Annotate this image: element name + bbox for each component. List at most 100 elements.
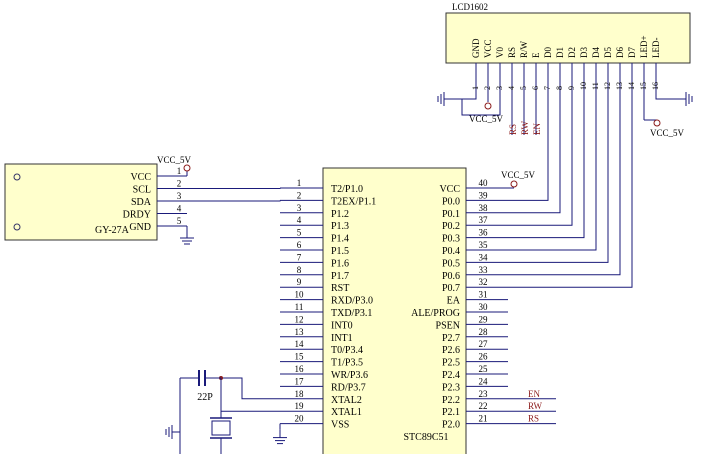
lcd-pin-number-9: 10 <box>579 82 588 90</box>
mcu-right-pin-name-39: P0.0 <box>442 196 460 207</box>
mcu-left-pin-number-14: 14 <box>295 339 305 349</box>
bus-d7-wire <box>508 95 633 288</box>
mcu-left-pin-number-12: 12 <box>295 314 304 324</box>
lcd-pin-number-10: 11 <box>591 82 600 90</box>
lcd-v0-wire <box>461 95 501 116</box>
lcd-pin-name-13: D7 <box>627 47 637 58</box>
mcu-left-pin-number-15: 15 <box>295 352 305 362</box>
mcu-right-pin-number-40: 40 <box>479 178 489 188</box>
mcu-left-pin-name-14: T0/P3.4 <box>331 345 363 356</box>
lcd-pin-number-11: 12 <box>603 82 612 90</box>
lcd-pin-number-4: 5 <box>519 86 528 90</box>
lcd-pin-name-0: GND <box>471 38 481 58</box>
mcu-left-pin-number-10: 10 <box>295 290 305 300</box>
sensor-vcc-symbol <box>183 164 191 172</box>
lcd-pin-name-7: D1 <box>555 47 565 58</box>
lcd-pin-name-6: D0 <box>543 47 553 58</box>
sensor-pin-name-4: GND <box>129 222 151 233</box>
mcu-vcc-symbol <box>510 180 518 188</box>
sensor-pin-name-0: VCC <box>130 172 151 183</box>
lcd-ctrl-label-1: RW <box>520 120 530 135</box>
lcd-vcc-left-label: VCC_5V <box>469 114 504 124</box>
mcu-left-pin-number-4: 4 <box>297 215 302 225</box>
bus-d6-wire <box>508 95 621 276</box>
cap-label: 22P <box>197 392 213 403</box>
mcu-right-pin-name-26: P2.5 <box>442 358 460 369</box>
lcd-pin-number-1: 2 <box>483 86 492 90</box>
mcu-right-pin-number-38: 38 <box>479 203 489 213</box>
lcd-body <box>445 12 691 64</box>
bus-d2-wire <box>508 95 573 226</box>
sensor-vcc-label: VCC_5V <box>157 155 192 165</box>
mcu-left-pin-number-8: 8 <box>297 265 302 275</box>
sensor-pin-number-4: 5 <box>177 216 182 226</box>
lcd-pin-number-6: 7 <box>543 86 552 90</box>
lcd-vcc-left-symbol <box>484 102 492 110</box>
sensor-pin-number-1: 2 <box>177 179 182 189</box>
mcu-left-pin-name-8: P1.7 <box>331 271 349 282</box>
xtal2-wire <box>221 377 280 400</box>
mcu-left-pin-number-6: 6 <box>297 240 302 250</box>
mcu-right-pin-name-34: P0.5 <box>442 258 460 269</box>
lcd-ctrl-label-2: EN <box>532 123 542 135</box>
sensor-mount-hole-bottom <box>13 223 21 231</box>
mcu-left-pin-number-17: 17 <box>295 376 305 386</box>
mcu-right-pin-number-35: 35 <box>479 240 489 250</box>
lcd-pin-name-8: D2 <box>567 47 577 58</box>
bus-d3-wire <box>508 95 585 239</box>
mcu-right-pin-name-37: P0.2 <box>442 221 460 232</box>
lcd-pin-number-12: 13 <box>615 82 624 90</box>
mcu-right-pin-number-24: 24 <box>479 376 489 386</box>
lcd-pin-number-0: 1 <box>471 86 480 90</box>
sensor-pin-name-1: SCL <box>133 185 151 196</box>
lcd-pin-number-7: 8 <box>555 86 564 90</box>
mcu-right-pin-number-33: 33 <box>479 265 489 275</box>
mcu-right-pin-number-39: 39 <box>479 190 489 200</box>
mcu-right-pin-number-34: 34 <box>479 252 489 262</box>
mcu-p2-net-label-2: RS <box>528 414 539 424</box>
mcu-body <box>322 167 467 454</box>
mcu-p2-net-label-0: EN <box>528 389 540 399</box>
mcu-right-pin-number-27: 27 <box>479 339 489 349</box>
lcd-pin-name-9: D3 <box>579 47 589 58</box>
mcu-right-pin-number-30: 30 <box>479 302 489 312</box>
mcu-right-pin-number-31: 31 <box>479 290 488 300</box>
bus-d1-wire <box>508 95 561 214</box>
mcu-left-pin-name-10: RXD/P3.0 <box>331 296 373 307</box>
mcu-left-pin-name-2: T2EX/P1.1 <box>331 196 376 207</box>
mcu-left-pin-number-19: 19 <box>295 401 305 411</box>
mcu-left-pin-name-5: P1.4 <box>331 234 349 245</box>
mcu-right-pin-name-30: ALE/PROG <box>411 308 460 319</box>
bus-d0-wire <box>508 95 549 201</box>
bus-d4-wire <box>508 95 597 251</box>
mcu-left-pin-number-7: 7 <box>297 252 302 262</box>
mcu-right-pin-name-22: P2.1 <box>442 407 460 418</box>
sda-wire <box>187 200 281 202</box>
mcu-left-pin-name-17: RD/P3.7 <box>331 382 366 393</box>
mcu-right-pin-name-28: P2.7 <box>442 333 460 344</box>
mcu-right-pin-name-27: P2.6 <box>442 345 460 356</box>
mcu-right-pin-name-21: P2.0 <box>442 420 460 431</box>
mcu-right-pin-name-38: P0.1 <box>442 209 460 220</box>
lcd-pin-number-14: 15 <box>639 82 648 90</box>
mcu-right-pin-number-25: 25 <box>479 364 489 374</box>
sensor-pin-name-2: SDA <box>131 197 152 208</box>
lcd-pin-name-11: D5 <box>603 47 613 58</box>
mcu-left-pin-number-1: 1 <box>297 178 302 188</box>
sensor-mount-hole-top <box>13 173 21 181</box>
lcd-ctrl-label-0: RS <box>508 124 518 135</box>
sensor-pin-name-3: DRDY <box>123 210 151 221</box>
lcd-pin-name-1: VCC <box>483 39 493 58</box>
mcu-right-pin-number-28: 28 <box>479 327 489 337</box>
mcu-right-pin-name-25: P2.4 <box>442 370 460 381</box>
mcu-left-pin-number-2: 2 <box>297 190 302 200</box>
mcu-right-pin-number-23: 23 <box>479 389 489 399</box>
mcu-left-pin-name-20: VSS <box>331 420 349 431</box>
mcu-left-pin-name-4: P1.3 <box>331 221 349 232</box>
mcu-right-pin-name-32: P0.7 <box>442 283 460 294</box>
mcu-right-pin-number-32: 32 <box>479 277 488 287</box>
mcu-left-pin-name-11: TXD/P3.1 <box>331 308 372 319</box>
crystal-body <box>211 420 231 436</box>
mcu-left-pin-number-16: 16 <box>295 364 305 374</box>
